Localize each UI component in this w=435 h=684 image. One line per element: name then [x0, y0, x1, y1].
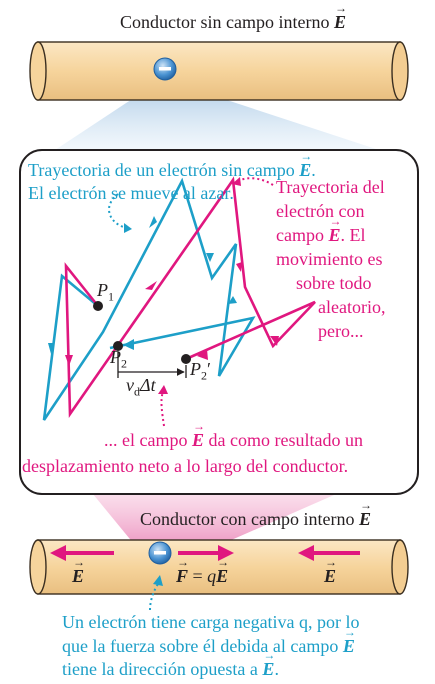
label-p2: P2: [110, 347, 127, 371]
top-conductor-rod: [29, 41, 409, 101]
label-p2-prime: P2′: [190, 359, 211, 383]
top-caption-text: Conductor sin campo interno: [120, 12, 330, 32]
pointer-note-arrowhead: [153, 575, 163, 586]
electron-bottom: [148, 541, 172, 565]
pointer-cyan-arrowhead: [124, 223, 132, 233]
point-p1: [93, 301, 103, 311]
point-p2-prime: [181, 354, 191, 364]
top-caption: Conductor sin campo interno E→: [120, 1, 347, 33]
electron-top: [153, 57, 177, 81]
pointer-magenta-bottom-arrowhead: [158, 385, 168, 394]
bottom-note-line1: Un electrón tiene carga negativa q, por …: [62, 612, 360, 632]
cyan-arrowheads: [48, 216, 237, 354]
point-p2: [113, 341, 123, 351]
zoom-box: [19, 149, 419, 495]
field-arrows: [50, 545, 360, 561]
cyan-label-line2: El electrón se mueve al azar.: [28, 183, 234, 203]
force-arrow: [178, 545, 234, 561]
label-force-equation: F→ = qE→: [176, 555, 230, 586]
field-trajectory-magenta: [64, 176, 316, 418]
cyan-label-line1: Trayectoria de un electrón sin campo E→.: [28, 149, 316, 180]
magenta-bottom-line2: desplazamiento neto a lo largo del condu…: [22, 456, 349, 476]
label-p1: P1: [97, 280, 114, 304]
magenta-label-6: aleatorio,: [318, 297, 386, 317]
pointer-magenta-bottom: [160, 391, 165, 427]
magenta-arrowheads: [65, 262, 279, 366]
magenta-label-2: electrón con: [276, 201, 365, 221]
vector-e-symbol: E→: [333, 1, 347, 32]
pointer-magenta-arrowhead: [232, 177, 241, 186]
bottom-note-line2: que la fuerza sobre él debida al campo E…: [62, 625, 356, 656]
magenta-label-4: movimiento es: [276, 249, 383, 269]
pointer-note-electron: [149, 583, 159, 611]
magenta-label-1: Trayectoria del: [276, 177, 385, 197]
magenta-bottom-line1: ... el campo E→ da como resultado un: [104, 419, 363, 450]
bottom-note-line3: tiene la dirección opuesta a E→.: [62, 648, 279, 679]
bottom-caption: Conductor con campo interno E→: [140, 498, 372, 529]
label-e-right: E→: [324, 555, 337, 586]
magenta-label-5: sobre todo: [296, 273, 372, 293]
magenta-label-7: pero...: [318, 321, 364, 341]
label-e-left: E→: [72, 555, 85, 586]
magenta-label-3: campo E→. El: [276, 214, 366, 245]
drift-displacement-bracket: [117, 352, 187, 378]
label-vd-dt: vdΔt: [126, 375, 156, 399]
